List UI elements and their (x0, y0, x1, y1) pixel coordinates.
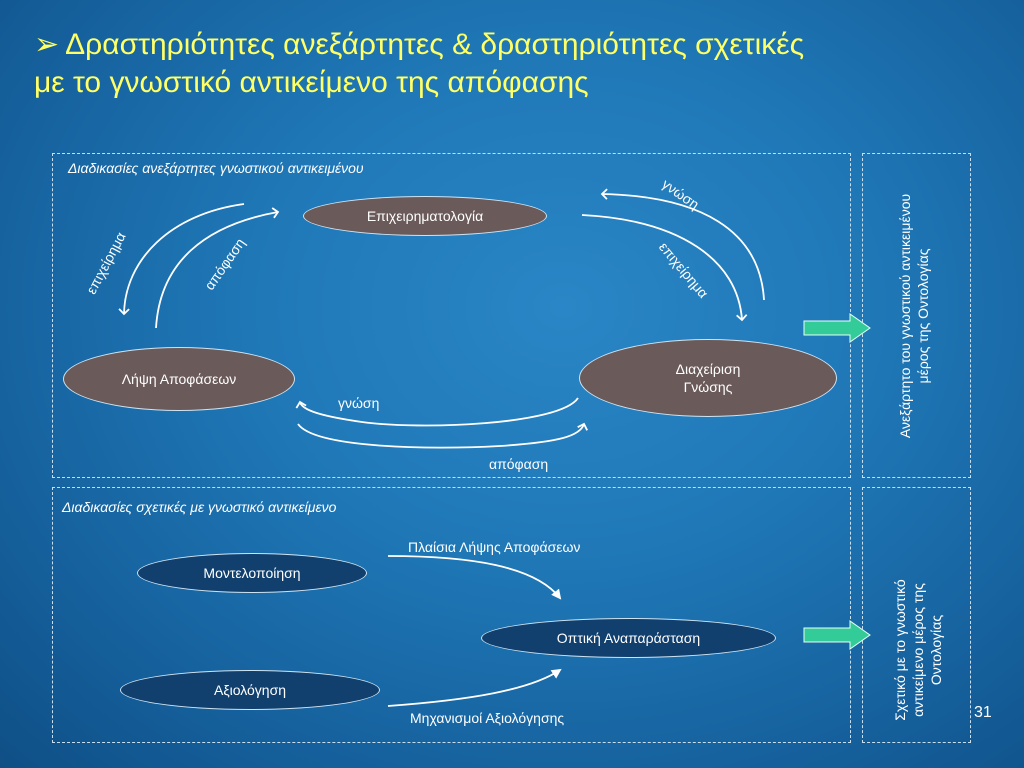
bottom-side-box (862, 487, 971, 743)
page-number: 31 (974, 704, 992, 721)
node-decision-making: Λήψη Αποφάσεων (63, 347, 295, 411)
title-line-1: ➢Δραστηριότητες ανεξάρτητες & δραστηριότ… (34, 28, 805, 61)
arrow-bottom-lower (297, 422, 588, 449)
node-visualization: Οπτική Αναπαράσταση (481, 618, 776, 658)
top-side-box (862, 153, 971, 478)
node-modeling: Μοντελοποίηση (137, 553, 367, 593)
arrow-right-outer (600, 188, 765, 301)
arrow-modeling-to-visualization (387, 555, 562, 600)
bottom-process-box (52, 487, 851, 743)
green-arrow-bottom (803, 620, 871, 650)
bottom-side-text: Σχετικό με το γνωστικό αντικείμενο μέρος… (892, 579, 944, 721)
node-knowledge-management: Διαχείριση Γνώσης (579, 339, 837, 417)
arrow-bottom-upper (295, 397, 579, 427)
arrow-evaluation-to-visualization (387, 668, 562, 707)
edge-label-decision-frameworks: Πλαίσια Λήψης Αποφάσεων (408, 539, 581, 555)
arrow-left-inner (155, 207, 280, 329)
node-evaluation: Αξιολόγηση (120, 670, 380, 710)
slide-title: ➢Δραστηριότητες ανεξάρτητες & δραστηριότ… (34, 26, 984, 102)
bullet-arrow-icon: ➢ (34, 28, 60, 61)
edge-label-bottom-lower: απόφαση (489, 456, 549, 472)
edge-label-evaluation-mechanisms: Μηχανισμοί Αξιολόγησης (410, 710, 565, 726)
top-side-text: Ανεξάρτητο του γνωστικού αντικειμένου μέ… (897, 193, 931, 439)
green-arrows (803, 313, 871, 650)
title-line-2: με το γνωστικό αντικείμενο της απόφασης (34, 66, 589, 99)
top-section-label: Διαδικασίες ανεξάρτητες γνωστικού αντικε… (68, 160, 364, 176)
arrow-left-outer (118, 203, 245, 316)
edge-label-bottom-upper: γνώση (338, 395, 380, 411)
bottom-section-label: Διαδικασίες σχετικές με γνωστικό αντικεί… (62, 499, 337, 515)
green-arrow-top (803, 313, 871, 343)
arrow-right-inner (581, 214, 748, 322)
node-argumentation: Επιχειρηματολογία (303, 196, 547, 236)
